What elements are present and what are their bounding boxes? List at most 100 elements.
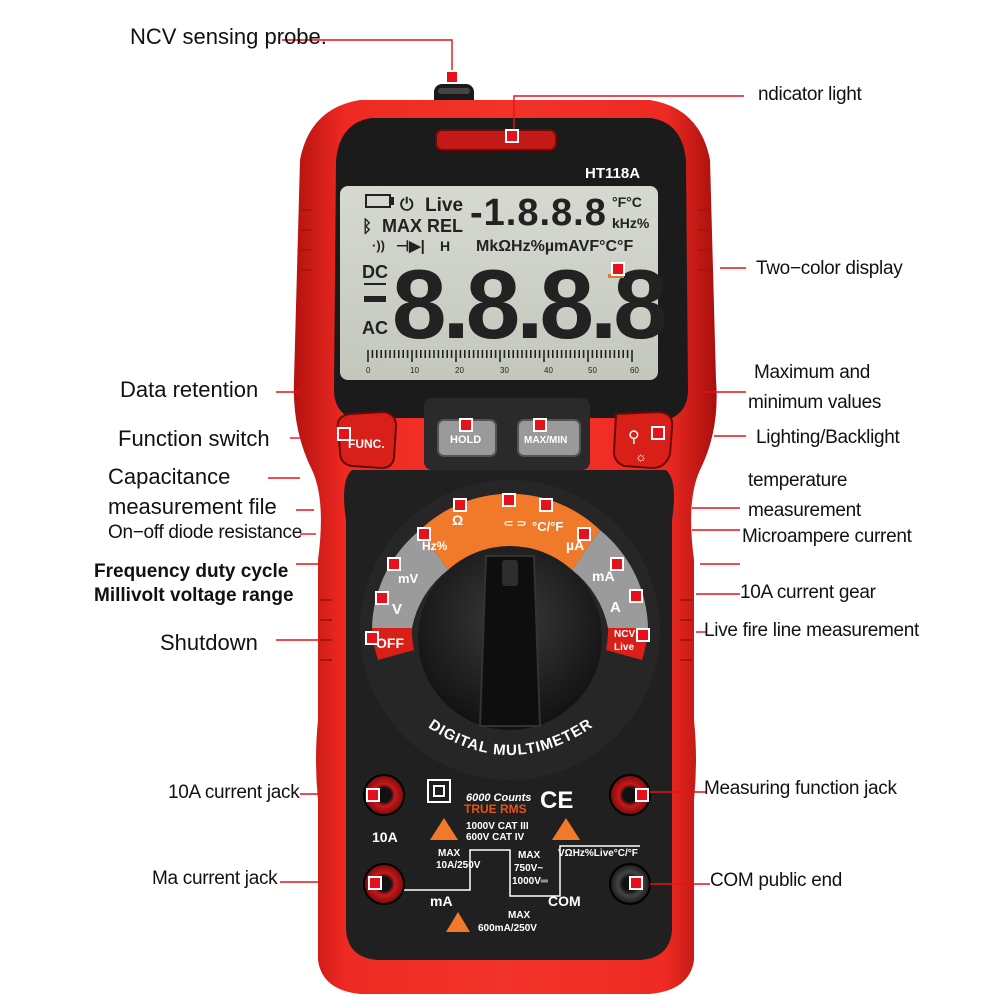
label-data-retention: Data retention [120,377,259,402]
lcd-small-digits: -1.8.8.8 [470,192,607,234]
scale-label: 40 [544,366,553,375]
true-rms-text: TRUE RMS [464,802,527,816]
knob-handle [478,555,542,727]
dial-off: OFF [376,635,404,651]
ce-mark: CE [540,787,573,814]
dial-grey-left [372,530,448,628]
lcd-unit-top: °F°C [612,194,642,210]
lcd-khz: kHz% [612,215,650,231]
jack-10a[interactable] [363,774,405,816]
max-v-1: MAX [518,850,541,861]
lcd-dc: DC [362,262,388,282]
lcd-bluetooth-icon: ᛒ [362,217,372,236]
callout-markers [337,70,665,890]
warning-icon-bottom [446,912,470,932]
label-indicator-light: ndicator light [758,84,862,105]
label-microampere: Microampere current [742,526,912,547]
label-temperature-2: measurement [748,500,861,521]
max-v-2: 750V~ [514,863,543,874]
cat-line-2: 600V CAT IV [466,832,524,843]
hold-button-label: HOLD [450,434,481,446]
dial-ma: mA [592,568,615,584]
lcd-minus-sign [364,296,386,302]
dial-ncv: NCV [614,629,635,640]
counts-text: 6000 Counts [466,792,531,804]
backlight-icon: ☼ [635,449,647,464]
label-capacitance-1: Capacitance [108,464,231,489]
label-lighting-backlight: Lighting/Backlight [756,427,900,448]
label-com-public: COM public end [710,870,843,891]
max-v-3: 1000V═ [512,876,549,887]
dial-ohm: Ω [452,512,463,528]
scale-label: 50 [588,366,597,375]
grip-ribs [300,209,710,661]
dial-cap: ⸦⸧ [502,516,528,531]
lcd-sound-icon: ·)) [372,238,385,253]
lcd-max-rel: MAX REL [382,216,463,236]
label-function-switch: Function switch [118,426,270,451]
label-live-fire: Live fire line measurement [704,620,920,641]
double-insulation-icon [427,779,451,803]
max-ma-1: MAX [508,910,531,921]
model-name: HT118A [585,165,640,182]
lcd-live: Live [425,195,463,216]
jack-ma[interactable] [363,863,405,905]
lcd-ac: AC [362,318,388,338]
flashlight-icon: ⚲ [628,429,640,446]
dial-mv: mV [398,571,419,586]
label-two-color-display: Two−color display [756,258,903,279]
maxmin-button-label: MAX/MIN [524,435,567,446]
knob-pointer [502,560,518,586]
dial-v: V [392,601,402,618]
warning-icon-left [430,818,458,840]
maxmin-button[interactable]: MAX/MIN [517,419,581,457]
cat-line-1: 1000V CAT III [466,821,529,832]
lcd-units-row: MkΩHz%µmAVF°C°F [476,238,633,255]
label-measuring-jack: Measuring function jack [704,778,897,799]
label-ncv-probe: NCV sensing probe. [130,24,327,49]
jack-ma-label: mA [430,893,453,909]
func-button[interactable]: FUNC. [336,410,398,470]
scale-label: 0 [366,366,371,375]
indicator-light [435,129,557,151]
max-ma-2: 600mA/250V [478,923,537,934]
lcd-hold-icon: H [440,238,450,254]
dial-hz: Hz% [422,539,448,553]
dial-live: Live [614,642,634,653]
lcd-bargraph [367,350,633,362]
lcd-power-icon: ⏻ [400,195,414,214]
label-max-min-2: minimum values [748,392,882,413]
label-10a-gear: 10A current gear [740,582,876,603]
dial-temp: °C/°F [532,519,563,534]
jack-measuring[interactable] [609,774,651,816]
dial-orange-arc [420,493,600,570]
label-frequency: Frequency duty cycle [94,561,289,582]
panel-lines [400,845,640,897]
dial-grey-right [572,530,648,628]
scale-label: 60 [630,366,639,375]
label-10a-jack: 10A current jack [168,782,300,803]
lcd-diode-icon: ⊣▶| [396,238,425,255]
dial-off-zone [372,628,414,660]
func-button-label: FUNC. [348,437,385,451]
func-jack-label: VΩHz%Live°C/°F [558,848,638,859]
label-shutdown: Shutdown [160,630,258,655]
dial-a: A [610,599,621,616]
hold-button[interactable]: HOLD [437,419,497,457]
dial-area [360,480,660,780]
scale-label: 20 [455,366,464,375]
label-max-min-1: Maximum and [754,362,871,383]
leader-lines [268,39,746,885]
max-10a-2: 10A/250V [436,860,481,871]
label-ma-jack: Ma current jack [152,868,278,889]
jack-com-label: COM [548,893,581,909]
lcd-scale-labels: 0 10 20 30 40 50 60 [366,366,639,375]
scale-label: 30 [500,366,509,375]
warning-icon-right [552,818,580,840]
label-onoff-diode: On−off diode resistance [108,522,302,543]
label-temperature-1: temperature [748,470,848,491]
lcd-screen [340,186,658,380]
jack-10a-label: 10A [372,829,398,845]
max-10a-1: MAX [438,848,461,859]
